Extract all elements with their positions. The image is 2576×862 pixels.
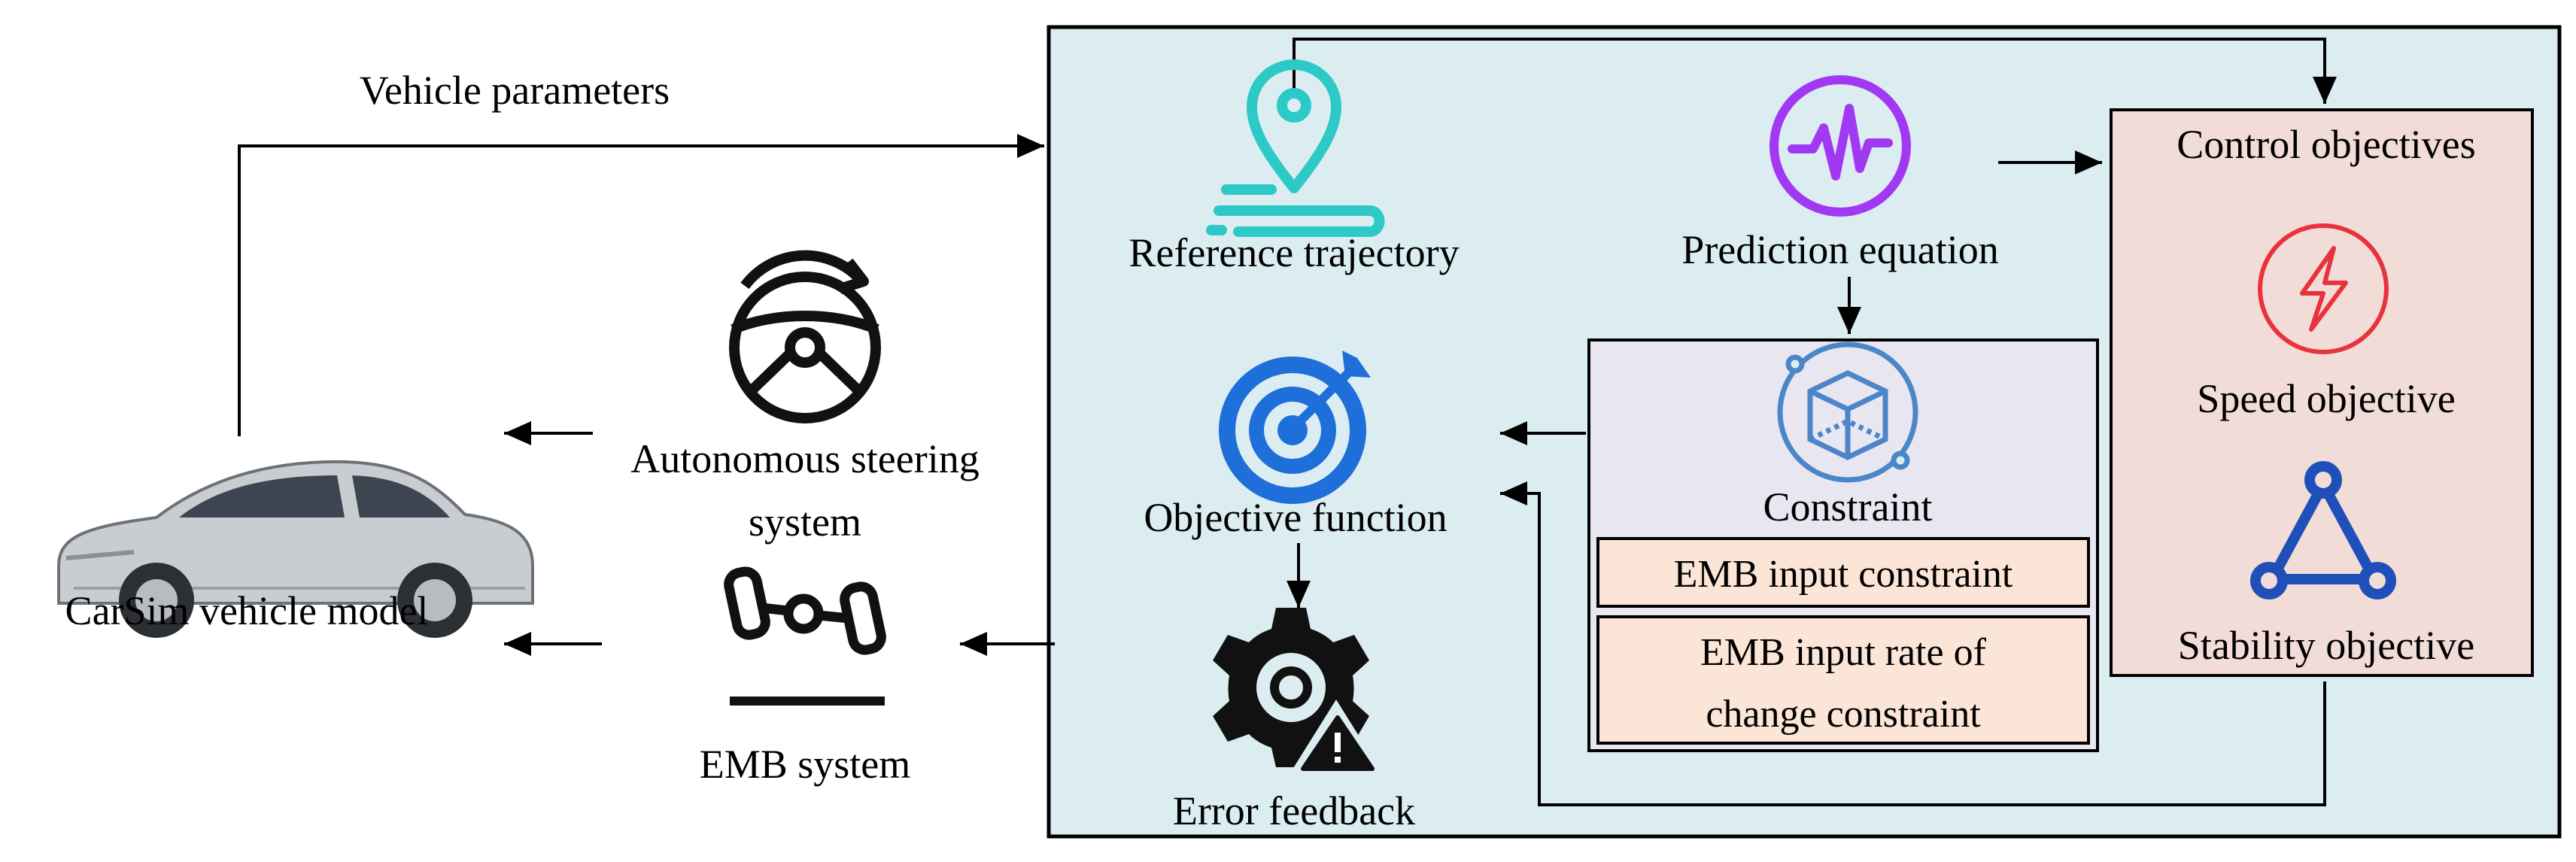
vehicle-parameters-arrow [238,134,1044,436]
steering-label-line1: Autonomous steering [630,436,979,481]
error-feedback-label: Error feedback [1173,788,1415,833]
stability-objective-label: Stability objective [2178,623,2474,668]
constraint-item-1: EMB input constraint [1674,553,2013,596]
carsim-label: CarSim vehicle model [65,588,429,633]
steering-label-line2: system [749,499,861,545]
triangle-nodes-icon [2250,461,2396,599]
car-image [57,460,534,638]
constraint-title: Constraint [1763,484,1933,530]
objectives-to-objective-arrow [1500,481,2326,806]
emb-axle-icon [724,566,886,706]
gear-warning-icon [1213,608,1381,772]
constraint-item-2-line1: EMB input rate of [1700,631,1987,674]
constraint-item-2-box [1596,615,2090,745]
location-pin-icon [1206,59,1385,237]
cube-icon [1777,341,1918,483]
constraint-item-2-line2: change constraint [1706,693,1981,736]
reference-trajectory-label: Reference trajectory [1129,230,1459,275]
steering-wheel-icon [729,250,881,423]
control-objectives-title: Control objectives [2177,122,2475,167]
lightning-icon [2258,223,2389,354]
speed-objective-label: Speed objective [2197,376,2455,421]
target-icon [1219,351,1371,504]
constraint-item-1-box [1596,537,2090,608]
vehicle-parameters-label: Vehicle parameters [360,68,670,113]
prediction-equation-label: Prediction equation [1681,227,1998,272]
emb-label: EMB system [700,742,911,787]
waveform-icon [1769,75,1911,217]
objective-function-label: Objective function [1144,495,1447,540]
